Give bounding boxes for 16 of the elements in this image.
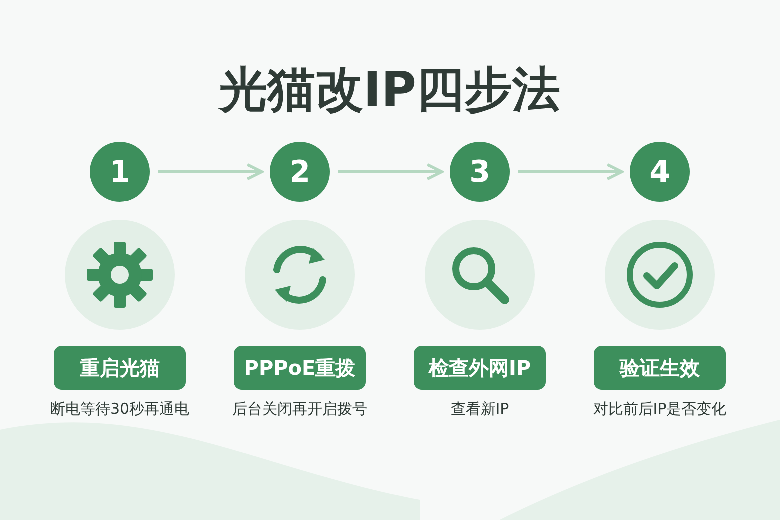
- step-description: 后台关闭再开启拨号: [232, 400, 368, 419]
- step-number-circle: 4: [630, 142, 690, 202]
- step-number-circle: 1: [90, 142, 150, 202]
- step-label: PPPoE重拨: [234, 346, 366, 390]
- step-number-circle: 2: [270, 142, 330, 202]
- step-description: 对比前后IP是否变化: [592, 400, 728, 419]
- step-label: 验证生效: [594, 346, 726, 390]
- step-label: 重启光猫: [54, 346, 186, 390]
- step-description: 断电等待30秒再通电: [49, 400, 191, 419]
- step-number-circle: 3: [450, 142, 510, 202]
- title: 光猫改IP四步法: [217, 61, 562, 120]
- arrow: [338, 163, 444, 181]
- step-description: 查看新IP: [450, 400, 510, 419]
- arrow: [158, 163, 264, 181]
- arrow: [518, 163, 624, 181]
- step-label: 检查外网IP: [414, 346, 546, 390]
